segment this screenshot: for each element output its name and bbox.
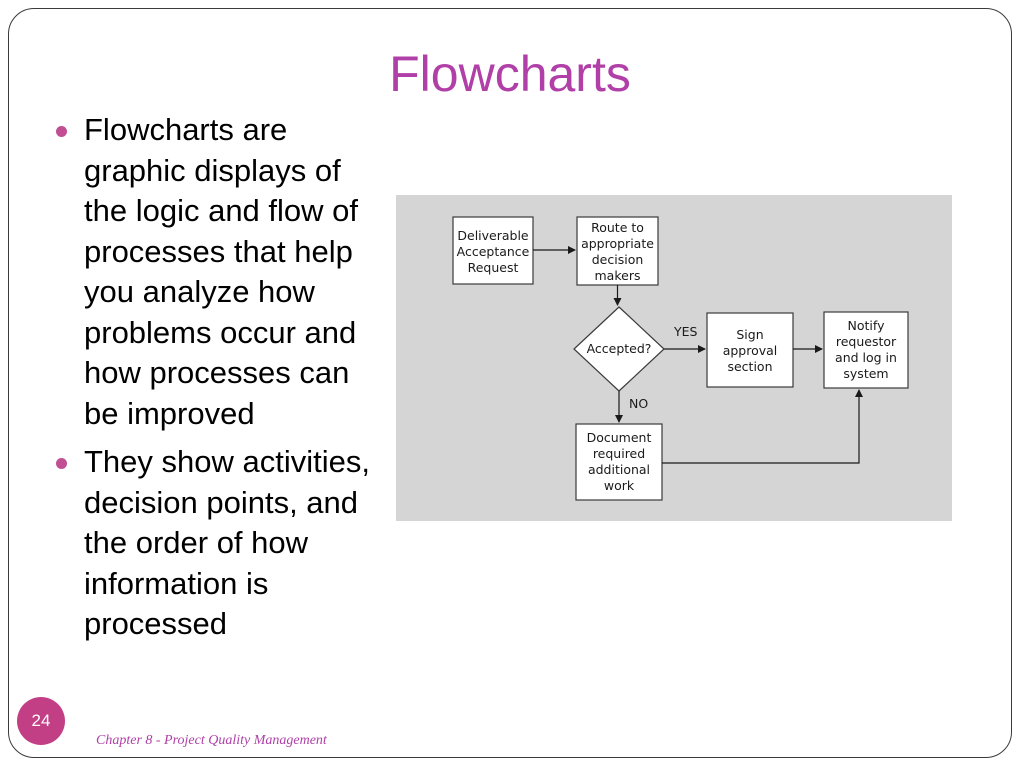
slide-frame xyxy=(8,8,1012,758)
bullet-item: They show activities, decision points, a… xyxy=(56,442,386,645)
bullet-icon xyxy=(56,458,67,469)
box-text-line: section xyxy=(727,359,772,374)
bullet-list: Flowcharts are graphic displays of the l… xyxy=(56,110,386,653)
box-text-line: appropriate xyxy=(581,236,654,251)
no-label: NO xyxy=(629,396,648,411)
bullet-item: Flowcharts are graphic displays of the l… xyxy=(56,110,386,434)
box-text-line: decision xyxy=(592,252,644,267)
deliverable-request-box: Deliverable Acceptance Request xyxy=(452,216,534,285)
route-decision-makers-box: Route to appropriate decision makers xyxy=(576,216,659,286)
slide-number-badge: 24 xyxy=(17,697,65,745)
document-additional-work-box: Document required additional work xyxy=(575,423,663,501)
box-text-line: makers xyxy=(595,268,641,283)
box-text-line: work xyxy=(604,478,635,493)
box-text-line: Route to xyxy=(591,220,644,235)
accepted-decision-diamond: Accepted? xyxy=(573,306,665,392)
box-text-line: additional xyxy=(588,462,650,477)
box-text-line: Acceptance xyxy=(457,244,530,259)
notify-requestor-box: Notify requestor and log in system xyxy=(823,311,909,389)
yes-label: YES xyxy=(673,324,698,339)
bullet-text: They show activities, decision points, a… xyxy=(84,444,370,641)
footer-chapter-text: Chapter 8 - Project Quality Management xyxy=(96,733,327,748)
box-text-line: Request xyxy=(468,260,519,275)
box-text-line: Notify xyxy=(848,318,886,333)
box-text-line: Sign xyxy=(736,327,763,342)
bullet-icon xyxy=(56,126,67,137)
box-text-line: and log in xyxy=(835,350,897,365)
bullet-text: Flowcharts are graphic displays of the l… xyxy=(84,112,359,431)
box-text-line: Document xyxy=(587,430,652,445)
box-text-line: requestor xyxy=(836,334,897,349)
flowchart-diagram: Deliverable Acceptance Request Route to … xyxy=(396,195,952,521)
connector-arrow xyxy=(662,389,863,464)
box-text-line: approval xyxy=(723,343,778,358)
box-text-line: Deliverable xyxy=(457,228,529,243)
decision-text: Accepted? xyxy=(587,341,652,356)
box-text-line: system xyxy=(843,366,888,381)
box-text-line: required xyxy=(593,446,645,461)
sign-approval-box: Sign approval section xyxy=(706,312,794,388)
slide-title: Flowcharts xyxy=(389,46,631,102)
